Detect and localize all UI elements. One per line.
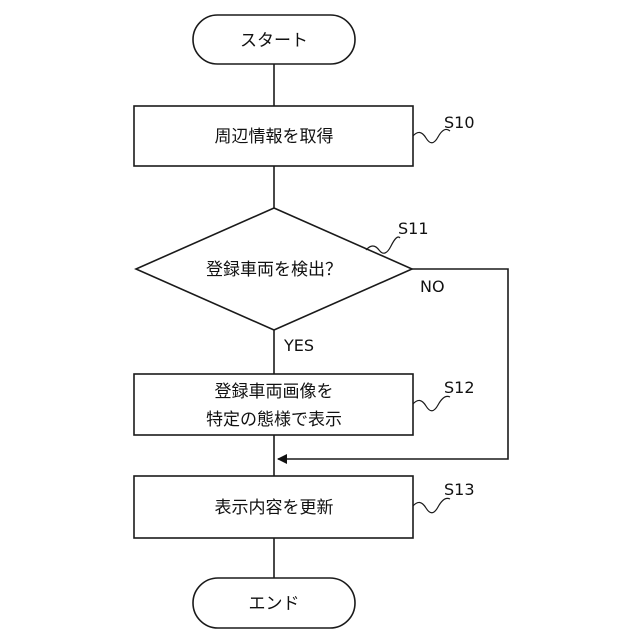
yes-label: YES <box>283 336 314 355</box>
process-s12-line1: 登録車両画像を <box>215 382 334 402</box>
process-s13-label: 表示内容を更新 <box>215 498 334 518</box>
s10-tag: S10 <box>444 113 475 132</box>
start-terminator: スタート <box>193 15 355 64</box>
s12-tag: S12 <box>444 378 475 397</box>
decision-s11: 登録車両を検出？ <box>136 208 412 330</box>
s11-tag: S11 <box>398 219 429 238</box>
s12-leader-line <box>413 396 450 410</box>
process-s13: 表示内容を更新 <box>134 476 413 538</box>
end-terminator: エンド <box>193 578 355 628</box>
start-label: スタート <box>240 31 308 51</box>
end-label: エンド <box>249 594 300 614</box>
decision-s11-label: 登録車両を検出？ <box>206 260 342 280</box>
process-s10: 周辺情報を取得 <box>134 106 413 166</box>
s13-tag: S13 <box>444 480 475 499</box>
no-label: NO <box>420 277 445 296</box>
process-s10-label: 周辺情報を取得 <box>215 127 334 147</box>
process-s12: 登録車両画像を 特定の態様で表示 <box>134 374 413 435</box>
s13-leader-line <box>413 498 450 512</box>
process-s12-line2: 特定の態様で表示 <box>206 410 342 430</box>
